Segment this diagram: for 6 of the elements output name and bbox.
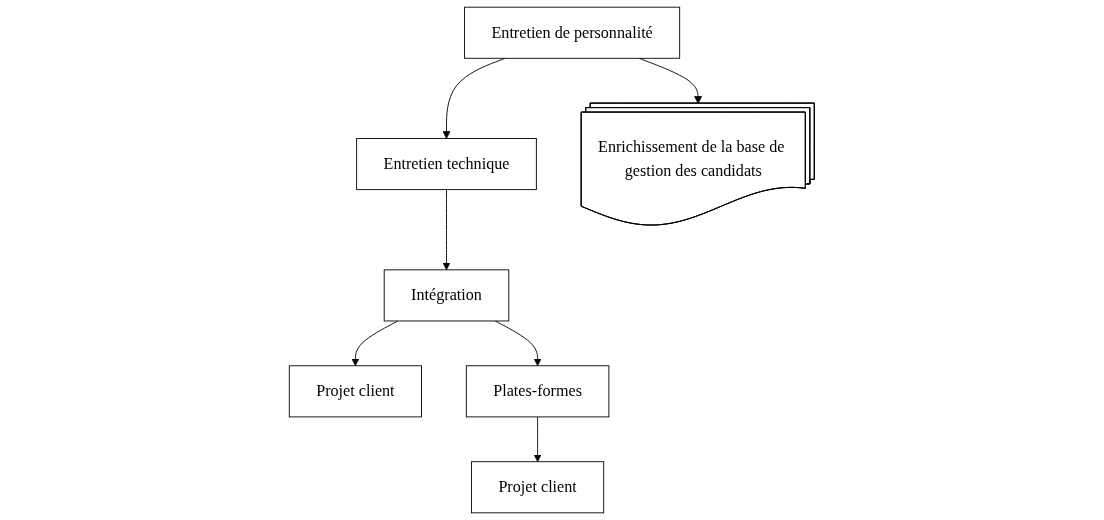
node-box: Entretien technique — [356, 138, 537, 191]
node-box: Intégration — [383, 269, 510, 322]
node-box: Entretien de personnalité — [464, 6, 681, 59]
node-box: Plates-formes — [466, 365, 610, 418]
node-box: Projet client — [471, 461, 605, 514]
node-box: Projet client — [289, 365, 423, 418]
